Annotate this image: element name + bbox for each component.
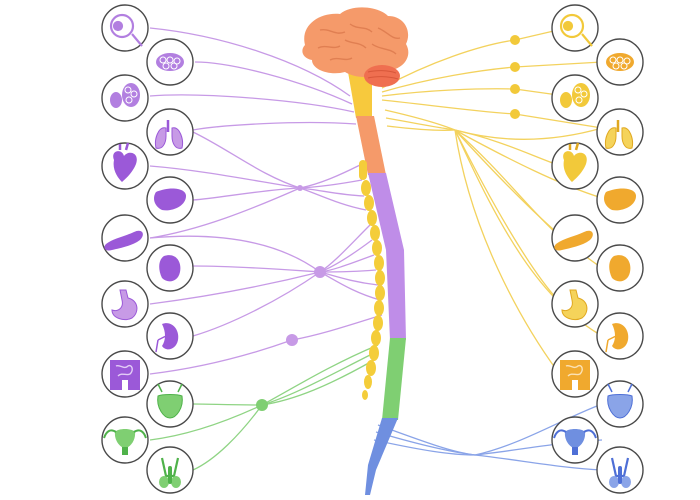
bladder-icon <box>157 383 183 419</box>
thoracic-segment <box>368 173 406 340</box>
salivary-gland-icon <box>110 83 140 108</box>
cerebrum <box>302 7 409 78</box>
right-organ-icons <box>553 13 636 488</box>
left-organ-icons <box>103 13 186 488</box>
heart-icon <box>113 142 137 182</box>
intestines-icon <box>110 360 140 390</box>
lumbar-segment <box>365 418 398 495</box>
bladder-icon <box>607 383 633 419</box>
kidney-icon <box>155 323 179 353</box>
pancreas-icon <box>104 230 143 251</box>
liver-icon <box>154 188 186 211</box>
pancreas-icon <box>554 230 593 251</box>
brainstem <box>348 72 372 118</box>
ganglion-node <box>286 334 298 346</box>
brain <box>302 7 409 87</box>
eye-icon <box>559 13 593 47</box>
heart-icon <box>563 142 587 182</box>
sacral-segment <box>382 338 406 420</box>
kidney-icon <box>605 323 629 353</box>
male-reproductive-icon <box>609 457 631 488</box>
lungs-icon <box>155 120 183 149</box>
spleen-icon <box>609 255 631 282</box>
right-organ-circle <box>596 108 644 156</box>
male-reproductive-icon <box>159 457 181 488</box>
stomach-icon <box>561 289 588 321</box>
ganglion-node <box>256 399 268 411</box>
spleen-icon <box>159 255 181 282</box>
left-organ-circle <box>146 108 194 156</box>
salivary-gland-icon <box>560 83 590 108</box>
ganglion-nodes <box>256 35 520 411</box>
eye-icon <box>109 13 143 47</box>
lacrimal-gland-icon <box>606 53 634 71</box>
uterus-icon <box>103 429 147 455</box>
intestines-icon <box>560 360 590 390</box>
cervical-segment <box>356 116 386 175</box>
ganglion-node <box>510 62 520 72</box>
uterus-icon <box>553 429 597 455</box>
lacrimal-gland-icon <box>156 53 184 71</box>
ganglion-node <box>510 109 520 119</box>
ganglion-node <box>510 35 520 45</box>
ganglion-node <box>297 185 303 191</box>
ganglion-node <box>510 84 520 94</box>
liver-icon <box>604 188 636 211</box>
stomach-icon <box>111 289 138 321</box>
sacral-nerves <box>149 344 379 471</box>
sympathetic-chain <box>359 160 385 400</box>
lungs-icon <box>605 120 633 149</box>
spinal-cord <box>348 72 406 495</box>
ganglion-node <box>314 266 326 278</box>
